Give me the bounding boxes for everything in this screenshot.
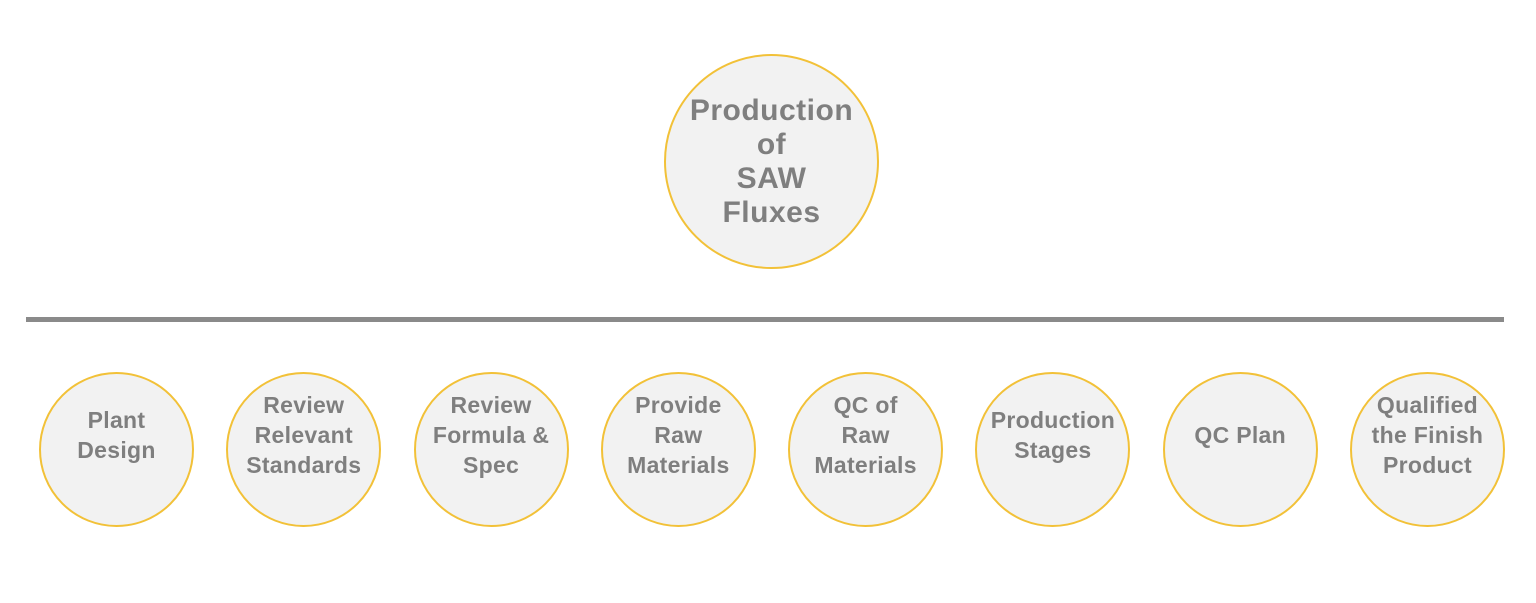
step-node-plant-design: Plant Design [39,371,194,527]
step-node-label: Plant Design [77,407,156,463]
step-node-review-relevant-standards: Review Relevant Standards [226,371,382,527]
step-node-qualified-finish-product: Qualified the Finish Product [1349,371,1505,527]
step-node-label: Review Formula & Spec [432,392,550,478]
step-node-label: Review Relevant Standards [246,392,362,478]
step-node-provide-raw-materials: Provide Raw Materials [600,371,756,527]
step-node-label: Provide Raw Materials [627,392,730,478]
step-node-label: Production Stages [990,407,1116,463]
steps-row: Plant Design Review Relevant Standards R… [39,371,1505,527]
step-node-production-stages: Production Stages [975,371,1131,527]
step-node-label: QC of Raw Materials [814,392,917,478]
root-node-label: Production of SAW Fluxes [689,93,854,229]
step-node-label: QC Plan [1194,422,1286,448]
step-node-qc-plan: QC Plan [1162,371,1318,527]
step-node-label: Qualified the Finish Product [1371,392,1484,478]
root-node-production-of-saw-fluxes: Production of SAW Fluxes [664,54,879,269]
step-node-qc-of-raw-materials: QC of Raw Materials [788,371,944,527]
divider-line [26,317,1504,322]
step-node-review-formula-spec: Review Formula & Spec [413,371,569,527]
